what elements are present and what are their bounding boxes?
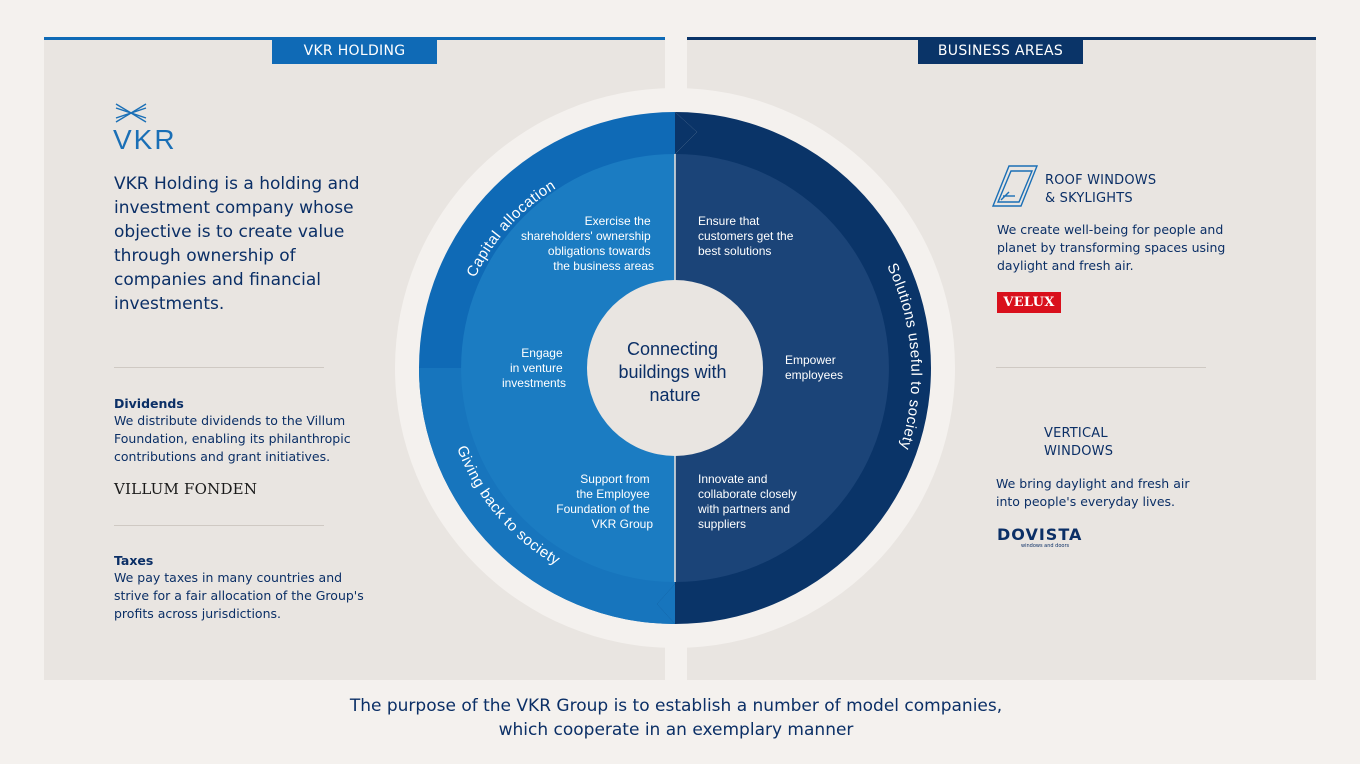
- left-inner-half: [461, 154, 675, 582]
- taxes-text: We pay taxes in many countries and striv…: [114, 570, 364, 621]
- roof-windows-title: ROOF WINDOWS & SKYLIGHTS: [1045, 173, 1157, 206]
- divider: [114, 525, 324, 526]
- divider: [996, 367, 1206, 368]
- empower-text: Empower employees: [785, 353, 843, 382]
- divider: [114, 367, 324, 368]
- business-model-diagram: Connecting buildings with nature Capital…: [395, 88, 955, 648]
- top-chevron: [675, 112, 697, 154]
- innovate-text: Innovate and collaborate closely with pa…: [697, 472, 800, 531]
- support-text: Support from the Employee Foundation of …: [556, 472, 653, 531]
- purpose-statement: The purpose of the VKR Group is to estab…: [349, 696, 1003, 740]
- exercise-text: Exercise the shareholders' ownership obl…: [521, 214, 654, 273]
- vkr-cross-icon: [115, 103, 147, 123]
- vkr-logo: VKR: [113, 100, 213, 156]
- dividends-text: We distribute dividends to the Villum Fo…: [114, 413, 351, 464]
- vkr-intro-text: VKR Holding is a holding and investment …: [114, 174, 360, 314]
- dividends-title: Dividends: [114, 396, 184, 411]
- center-text: Connecting buildings with nature: [618, 339, 731, 405]
- vkr-holding-tab: VKR HOLDING: [272, 37, 437, 64]
- bottom-chevron: [657, 584, 675, 624]
- vertical-windows-title: VERTICAL WINDOWS: [1044, 426, 1114, 459]
- villum-fonden-logo: VILLUM FONDEN: [114, 480, 258, 498]
- taxes-title: Taxes: [114, 553, 154, 568]
- engage-text: Engage in venture investments: [502, 346, 566, 390]
- center-circle: [587, 280, 763, 456]
- business-areas-tab: BUSINESS AREAS: [918, 37, 1083, 64]
- vkr-logo-text: VKR: [113, 124, 177, 152]
- roof-window-icon: [991, 162, 1041, 214]
- ensure-text: Ensure that customers get the best solut…: [698, 214, 797, 258]
- dovista-logo: DOVISTA windows and doors: [997, 525, 1083, 549]
- roof-windows-text: We create well-being for people and plan…: [997, 222, 1226, 273]
- velux-logo: VELUX: [997, 292, 1061, 313]
- vertical-windows-text: We bring daylight and fresh air into peo…: [996, 476, 1190, 509]
- right-inner-half: [675, 154, 889, 582]
